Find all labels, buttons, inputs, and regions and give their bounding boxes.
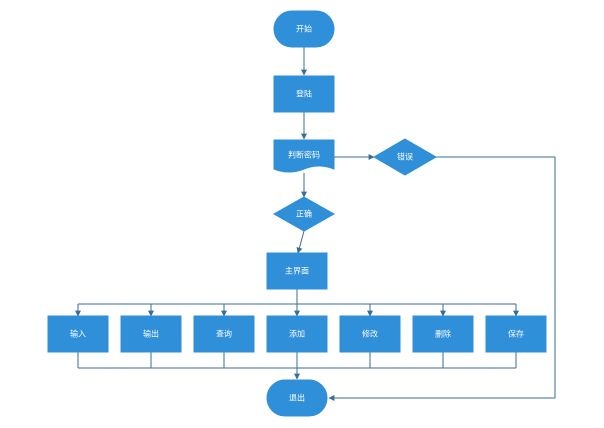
node-query: 查询 (193, 315, 255, 353)
node-check-password: 判断密码 (273, 139, 335, 173)
node-login-shape (273, 75, 335, 113)
node-modify: 修改 (339, 315, 401, 353)
node-output-shape (120, 315, 182, 353)
node-login-label: 登陆 (296, 89, 312, 99)
node-main-ui: 主界面 (266, 252, 328, 290)
node-exit-label: 退出 (289, 393, 305, 403)
node-start: 开始 (273, 10, 335, 48)
node-save: 保存 (485, 315, 547, 353)
node-add: 添加 (266, 315, 328, 353)
node-exit: 退出 (266, 379, 328, 417)
node-input: 输入 (47, 315, 109, 353)
node-add-shape (266, 315, 328, 353)
node-save-shape (485, 315, 547, 353)
node-delete-shape (412, 315, 474, 353)
node-wrong-label: 错误 (397, 152, 413, 162)
node-save-label: 保存 (508, 329, 524, 339)
node-add-label: 添加 (289, 329, 305, 339)
node-check-password-label: 判断密码 (288, 150, 320, 160)
node-start-label: 开始 (296, 24, 312, 34)
node-wrong-shape (373, 138, 437, 176)
node-delete: 删除 (412, 315, 474, 353)
node-delete-label: 删除 (435, 329, 451, 339)
node-check-password-shape (273, 139, 335, 173)
node-input-label: 输入 (70, 329, 86, 339)
node-main-ui-label: 主界面 (285, 266, 309, 276)
node-correct-label: 正确 (296, 209, 312, 219)
node-wrong: 错误 (373, 138, 437, 176)
node-query-shape (193, 315, 255, 353)
node-output: 输出 (120, 315, 182, 353)
node-modify-shape (339, 315, 401, 353)
node-input-shape (47, 315, 109, 353)
node-main-ui-shape (266, 252, 328, 290)
node-start-shape (273, 10, 335, 48)
connectors (75, 47, 556, 401)
node-modify-label: 修改 (362, 329, 378, 339)
node-output-label: 输出 (143, 329, 159, 339)
node-query-label: 查询 (216, 329, 232, 339)
node-login: 登陆 (273, 75, 335, 113)
node-exit-shape (266, 379, 328, 417)
connector-correct-main (296, 230, 305, 254)
node-correct: 正确 (272, 196, 336, 232)
node-correct-shape (272, 196, 336, 232)
connector-wrong-exit (328, 156, 556, 401)
